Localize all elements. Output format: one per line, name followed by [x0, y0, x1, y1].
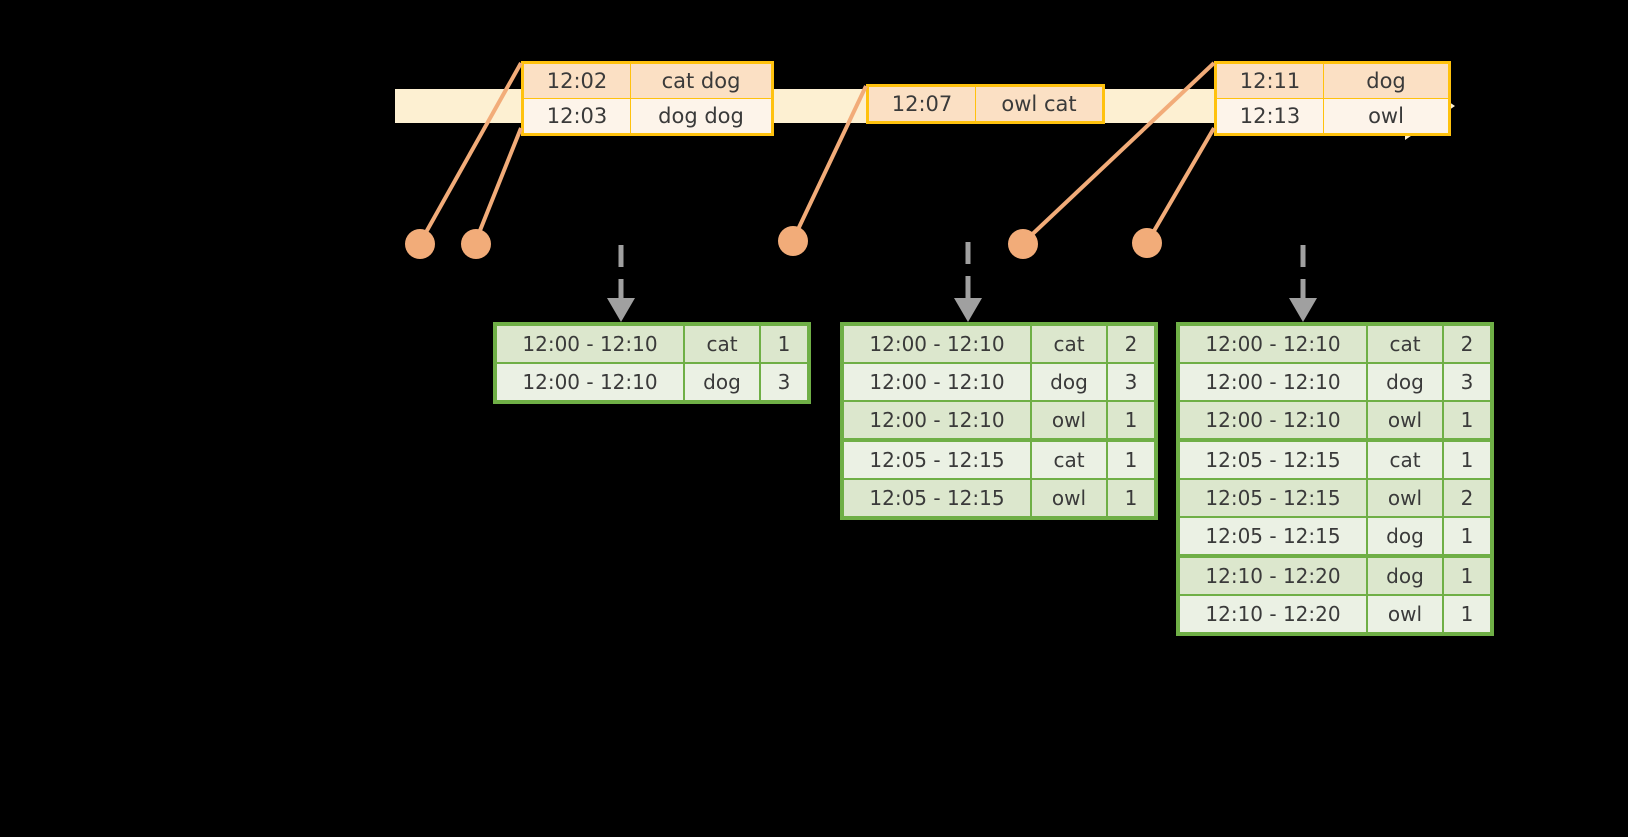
result-word: dog	[1366, 362, 1444, 402]
flow-arrowheads	[607, 298, 1317, 322]
flow-arrowhead-icon-2	[954, 298, 982, 322]
event-dots	[405, 226, 1162, 259]
event-box-3: 12:11 dog 12:13 owl	[1214, 61, 1451, 137]
result-count: 1	[1442, 594, 1493, 635]
flow-arrows	[618, 242, 1306, 300]
result-word: dog	[1366, 516, 1444, 558]
event-words: owl	[1323, 98, 1450, 136]
event-row: 12:11 dog	[1215, 61, 1450, 100]
result-window: 12:00 - 12:10	[841, 323, 1032, 364]
event-row: 12:03 dog dog	[522, 98, 773, 136]
result-word: dog	[1030, 362, 1108, 402]
result-count: 1	[1106, 439, 1157, 480]
event-words: cat dog	[630, 61, 773, 100]
result-window: 12:00 - 12:10	[494, 362, 685, 403]
result-count: 3	[759, 362, 810, 403]
result-count: 1	[1442, 516, 1493, 558]
event-box-1: 12:02 cat dog 12:03 dog dog	[521, 61, 774, 137]
event-row: 12:13 owl	[1215, 98, 1450, 136]
leader-line-2	[473, 127, 523, 244]
result-count: 1	[1442, 439, 1493, 480]
result-window: 12:00 - 12:10	[841, 362, 1032, 402]
result-word: dog	[1366, 555, 1444, 596]
result-window: 12:05 - 12:15	[841, 439, 1032, 480]
result-window: 12:00 - 12:10	[1177, 362, 1368, 402]
result-count: 3	[1442, 362, 1493, 402]
result-count: 1	[1106, 478, 1157, 519]
result-count: 2	[1106, 323, 1157, 364]
result-count: 1	[759, 323, 810, 364]
result-count: 1	[1442, 400, 1493, 442]
event-dot-5	[1132, 228, 1162, 258]
result-word: cat	[1030, 323, 1108, 364]
result-window: 12:00 - 12:10	[1177, 400, 1368, 442]
event-row: 12:02 cat dog	[522, 61, 773, 100]
result-window: 12:00 - 12:10	[1177, 323, 1368, 364]
event-row: 12:07 owl cat	[867, 84, 1104, 124]
result-word: owl	[1366, 400, 1444, 442]
result-word: owl	[1030, 478, 1108, 519]
result-word: dog	[683, 362, 761, 403]
result-window: 12:05 - 12:15	[1177, 516, 1368, 558]
event-time: 12:07	[867, 84, 976, 124]
result-word: owl	[1366, 478, 1444, 518]
event-dot-3	[778, 226, 808, 256]
result-word: cat	[1366, 323, 1444, 364]
event-time: 12:02	[522, 61, 631, 100]
event-time: 12:03	[522, 98, 631, 136]
event-dot-1	[405, 229, 435, 259]
result-window: 12:10 - 12:20	[1177, 594, 1368, 635]
flow-arrowhead-icon-1	[607, 298, 635, 322]
event-dot-4	[1008, 229, 1038, 259]
event-time: 12:13	[1215, 98, 1324, 136]
result-window: 12:00 - 12:10	[841, 400, 1032, 442]
event-time: 12:11	[1215, 61, 1324, 100]
leader-line-5	[1145, 126, 1216, 245]
result-window: 12:05 - 12:15	[841, 478, 1032, 519]
event-dot-2	[461, 229, 491, 259]
event-box-2: 12:07 owl cat	[866, 84, 1105, 125]
event-words: dog	[1323, 61, 1450, 100]
result-window: 12:05 - 12:15	[1177, 439, 1368, 480]
result-word: cat	[1366, 439, 1444, 480]
result-count: 3	[1106, 362, 1157, 402]
event-words: dog dog	[630, 98, 773, 136]
result-count: 1	[1106, 400, 1157, 442]
result-window: 12:05 - 12:15	[1177, 478, 1368, 518]
result-count: 2	[1442, 323, 1493, 364]
flow-arrowhead-icon-3	[1289, 298, 1317, 322]
result-count: 2	[1442, 478, 1493, 518]
result-word: cat	[683, 323, 761, 364]
event-words: owl cat	[975, 84, 1104, 124]
result-window: 12:00 - 12:10	[494, 323, 685, 364]
result-word: owl	[1030, 400, 1108, 442]
result-word: cat	[1030, 439, 1108, 480]
result-word: owl	[1366, 594, 1444, 635]
result-count: 1	[1442, 555, 1493, 596]
result-window: 12:10 - 12:20	[1177, 555, 1368, 596]
